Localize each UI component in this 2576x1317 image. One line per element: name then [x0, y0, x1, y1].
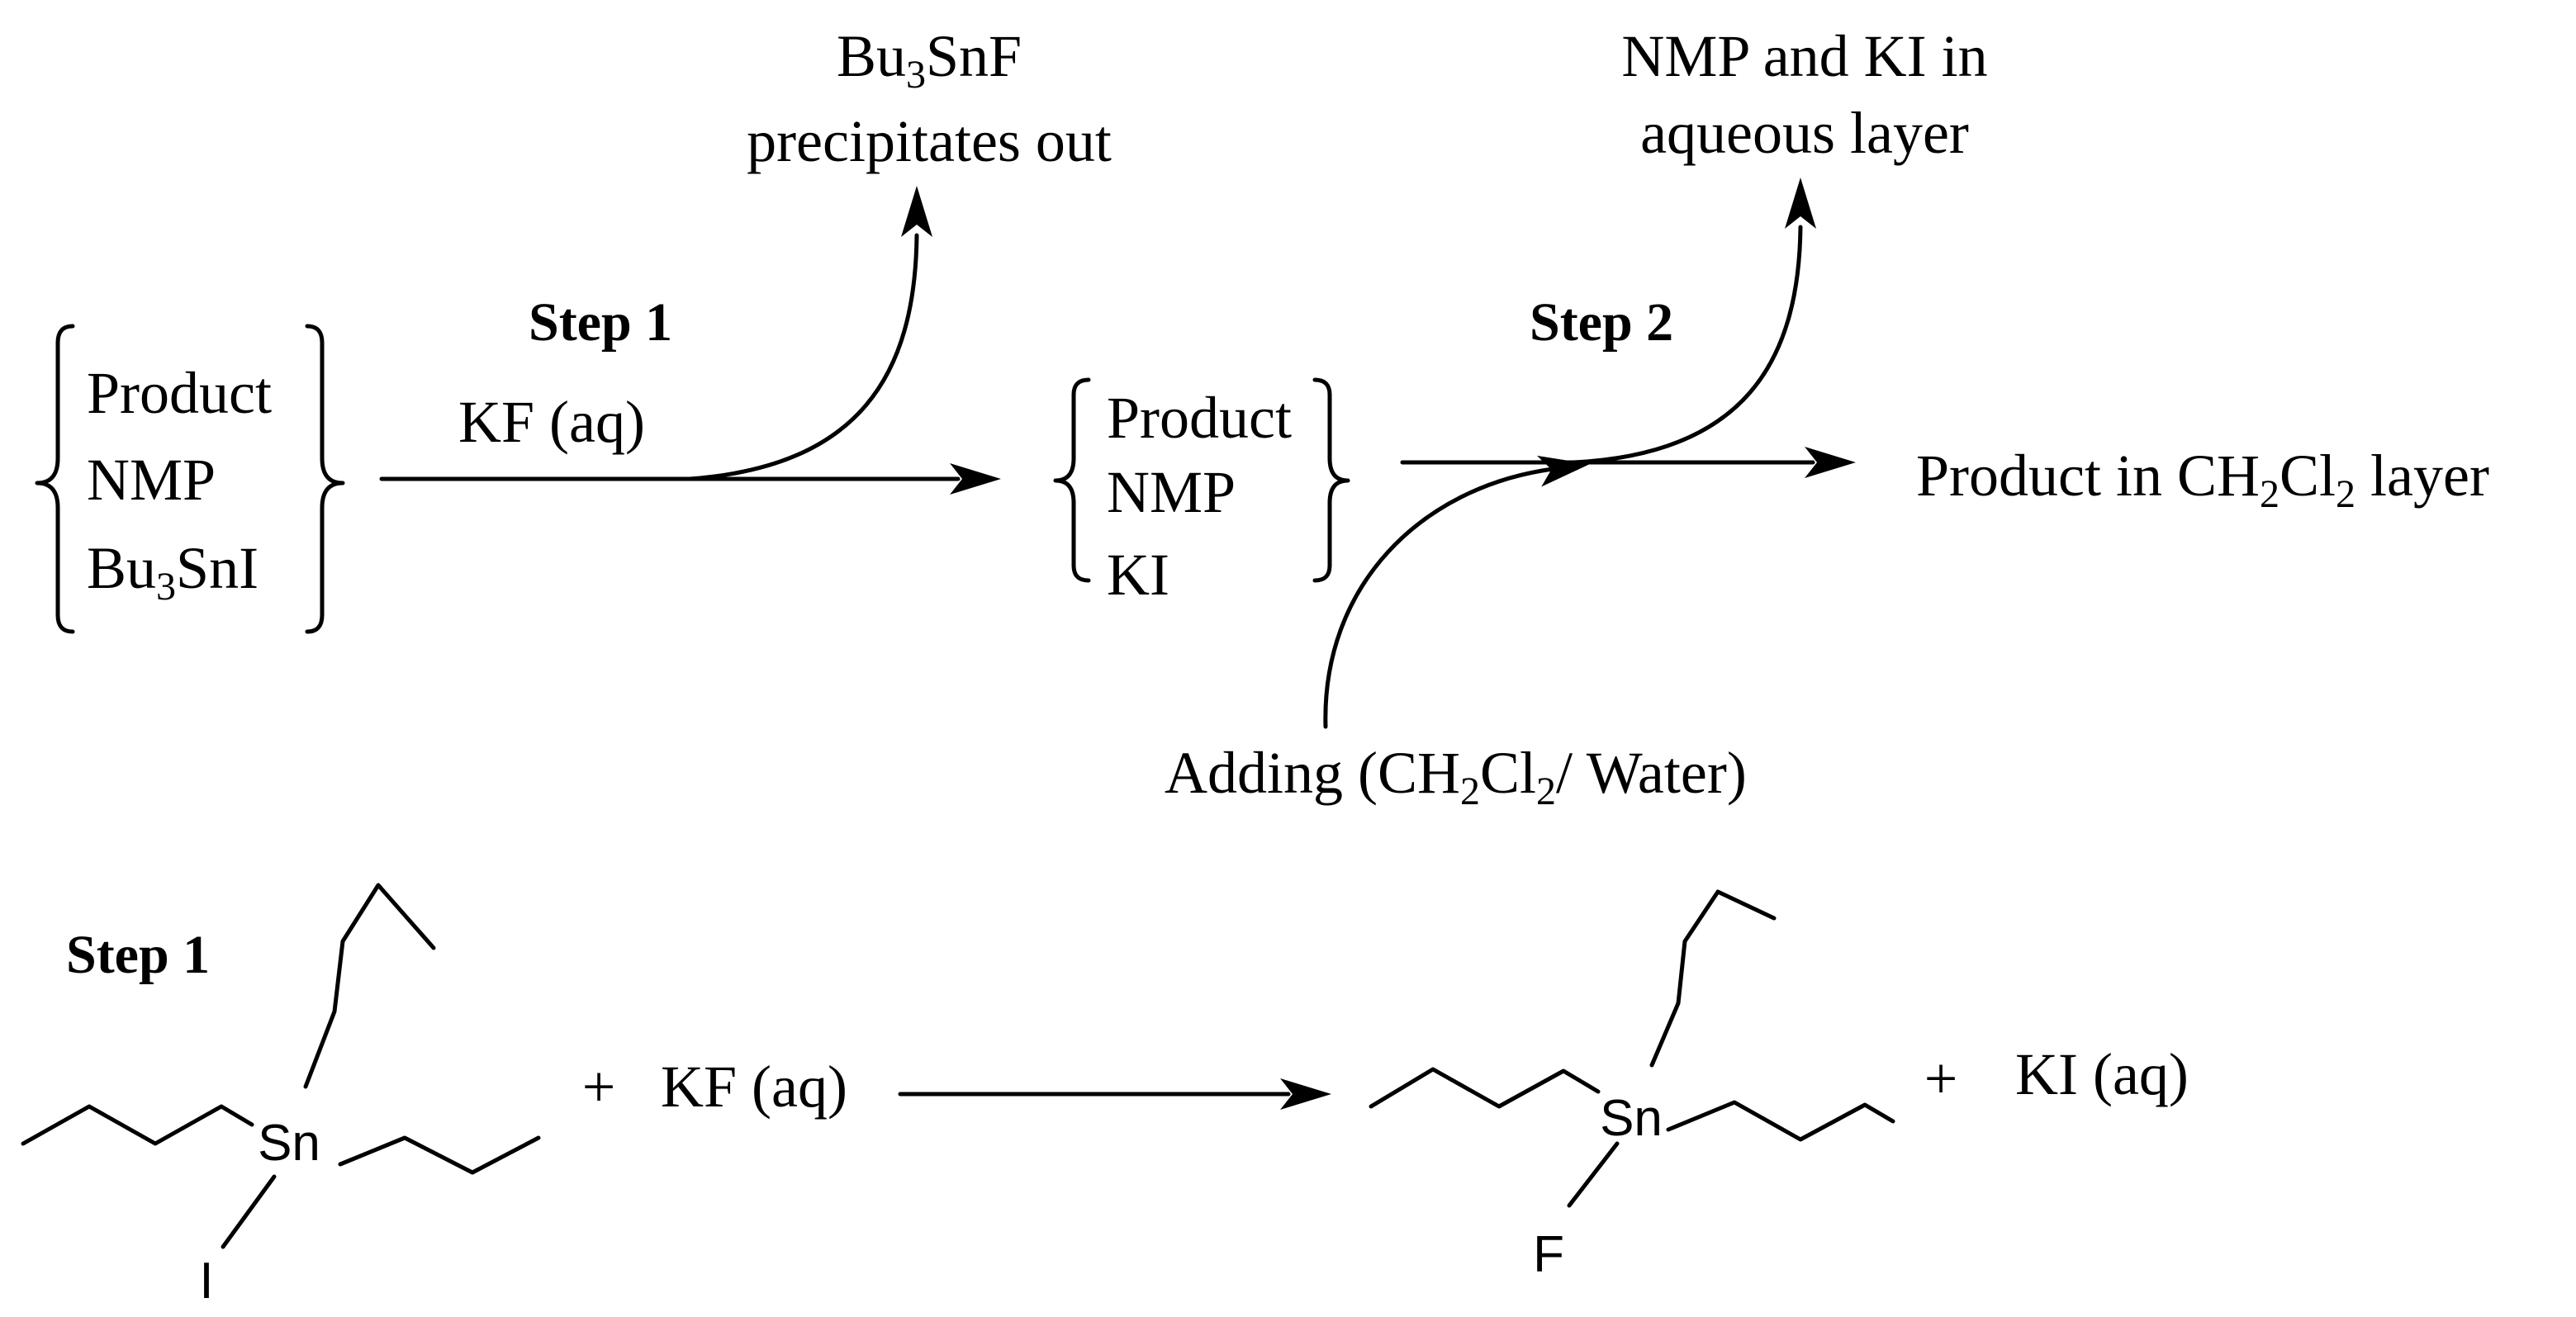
mixture1-right-brace	[305, 324, 345, 634]
coproduct: KI (aq)	[2015, 1041, 2189, 1107]
plus-1: +	[582, 1054, 616, 1120]
mixture1-nmp: NMP	[87, 447, 216, 513]
mixture2-right-brace	[1312, 377, 1350, 583]
product-sn: Sn	[1600, 1090, 1663, 1147]
reactant-i: I	[199, 1253, 213, 1310]
result-label: Product in CH2Cl2 layer	[1916, 443, 2489, 516]
reaction-title: Step 1	[66, 925, 210, 985]
mixture2-nmp: NMP	[1107, 459, 1236, 525]
product-butyl-top	[1649, 889, 1777, 1068]
addition-arrow	[1323, 467, 1555, 729]
step1-branch-arrow	[687, 233, 919, 481]
product-bu3snf: Sn F	[1369, 889, 1895, 1283]
mixture2-product: Product	[1107, 385, 1292, 451]
product-butyl-left	[1369, 1067, 1601, 1109]
step1-reagent: KF (aq)	[458, 389, 645, 455]
reactant-sn-i-bond	[221, 1174, 277, 1249]
byproduct1-formula: Bu3SnF	[837, 23, 1022, 97]
step1-branch-arrowhead	[901, 186, 932, 237]
mixture1-bu3sni: Bu3SnI	[87, 535, 259, 609]
mixture2-left-brace	[1053, 377, 1091, 583]
step2-title: Step 2	[1530, 292, 1673, 353]
product-f: F	[1533, 1226, 1564, 1283]
product-butyl-right	[1666, 1100, 1895, 1142]
reactant-butyl-right	[338, 1135, 541, 1175]
step2-branch-arrowhead	[1785, 178, 1816, 229]
reactant-butyl-left	[21, 1104, 254, 1146]
reaction-reagent: KF (aq)	[661, 1054, 847, 1120]
reactant-butyl-top	[303, 883, 436, 1089]
reactant-sn: Sn	[258, 1115, 320, 1172]
mixture2-ki: KI	[1107, 542, 1169, 608]
step2-branch-arrow	[1571, 225, 1803, 465]
addition-arrowhead	[1536, 448, 1592, 487]
mixture1-product: Product	[87, 360, 272, 426]
plus-2: +	[1924, 1045, 1958, 1111]
byproduct1-note: precipitates out	[747, 108, 1112, 174]
byproduct2-line2: aqueous layer	[1640, 100, 1969, 166]
step1-title: Step 1	[529, 292, 672, 353]
mixture1-left-brace	[35, 324, 75, 634]
addition-label: Adding (CH2Cl2/ Water)	[1165, 740, 1747, 813]
byproduct2-line1: NMP and KI in	[1621, 23, 1987, 89]
product-sn-f-bond	[1567, 1141, 1620, 1208]
reactant-bu3sni: Sn I	[21, 883, 541, 1310]
